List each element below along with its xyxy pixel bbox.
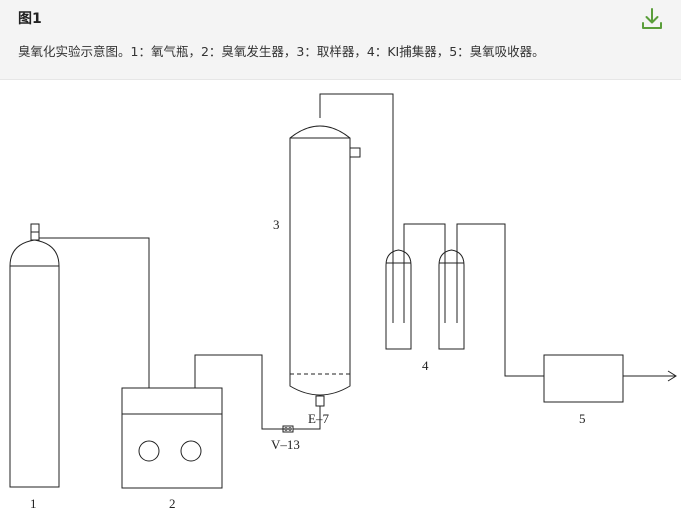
figure-caption: 臭氧化实验示意图。1：氧气瓶，2：臭氧发生器，3：取样器，4：KI捕集器，5：臭… bbox=[18, 44, 545, 59]
pipe-generator-sampler bbox=[194, 354, 321, 430]
figure-header: 图1 臭氧化实验示意图。1：氧气瓶，2：臭氧发生器，3：取样器，4：KI捕集器，… bbox=[0, 0, 681, 80]
label-generator: 2 bbox=[169, 496, 176, 511]
label-ki-trap: 4 bbox=[422, 358, 429, 373]
download-icon[interactable] bbox=[640, 7, 664, 33]
ki-trap-right bbox=[438, 249, 465, 350]
pipe-traps-absorber bbox=[456, 223, 544, 377]
label-cylinder: 1 bbox=[30, 496, 37, 511]
label-valve-e: E–7 bbox=[308, 411, 329, 426]
label-absorber: 5 bbox=[579, 411, 586, 426]
ozone-generator bbox=[121, 387, 223, 489]
sampler-column bbox=[289, 125, 361, 407]
pipe-trap-link bbox=[403, 223, 446, 251]
pipe-sampler-traps bbox=[319, 93, 394, 250]
oxygen-cylinder bbox=[9, 223, 60, 488]
label-valve-v: V–13 bbox=[271, 437, 300, 452]
valve-v13 bbox=[282, 425, 294, 433]
ki-trap-left bbox=[385, 249, 412, 350]
label-sampler: 3 bbox=[273, 217, 280, 232]
ozonation-diagram: 1 2 3 4 5 E–7 V–13 bbox=[0, 80, 681, 512]
figure-title: 图1 bbox=[18, 11, 42, 27]
pipe-cylinder-generator bbox=[39, 237, 150, 388]
ozone-absorber bbox=[543, 354, 624, 403]
